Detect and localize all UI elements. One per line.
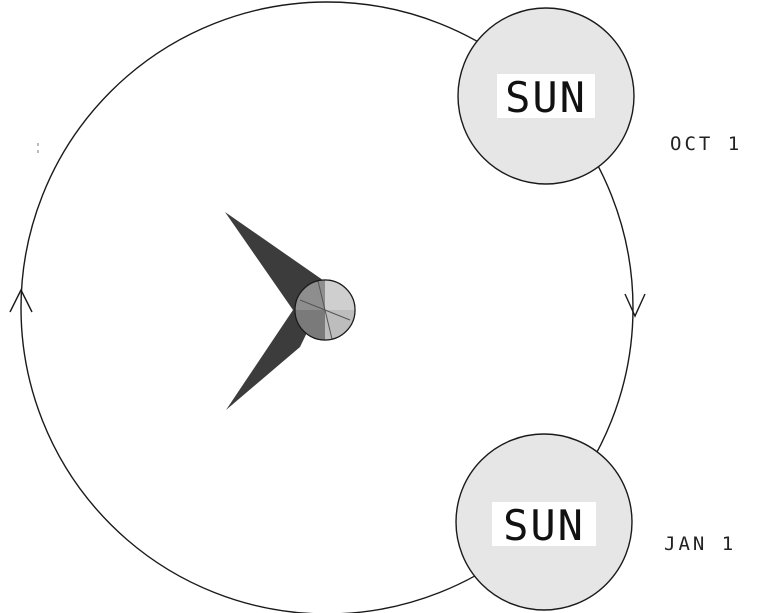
sun-top-label: SUN [505, 73, 587, 122]
sun-bottom-label: SUN [503, 501, 585, 550]
date-label-jan: JAN 1 [664, 533, 736, 555]
orbit-arrow-right-down-icon [625, 294, 645, 316]
sun-top: SUN [458, 8, 634, 184]
earth-globe [295, 280, 355, 340]
date-label-oct: OCT 1 [670, 133, 742, 155]
sun-bottom: SUN [456, 434, 632, 610]
